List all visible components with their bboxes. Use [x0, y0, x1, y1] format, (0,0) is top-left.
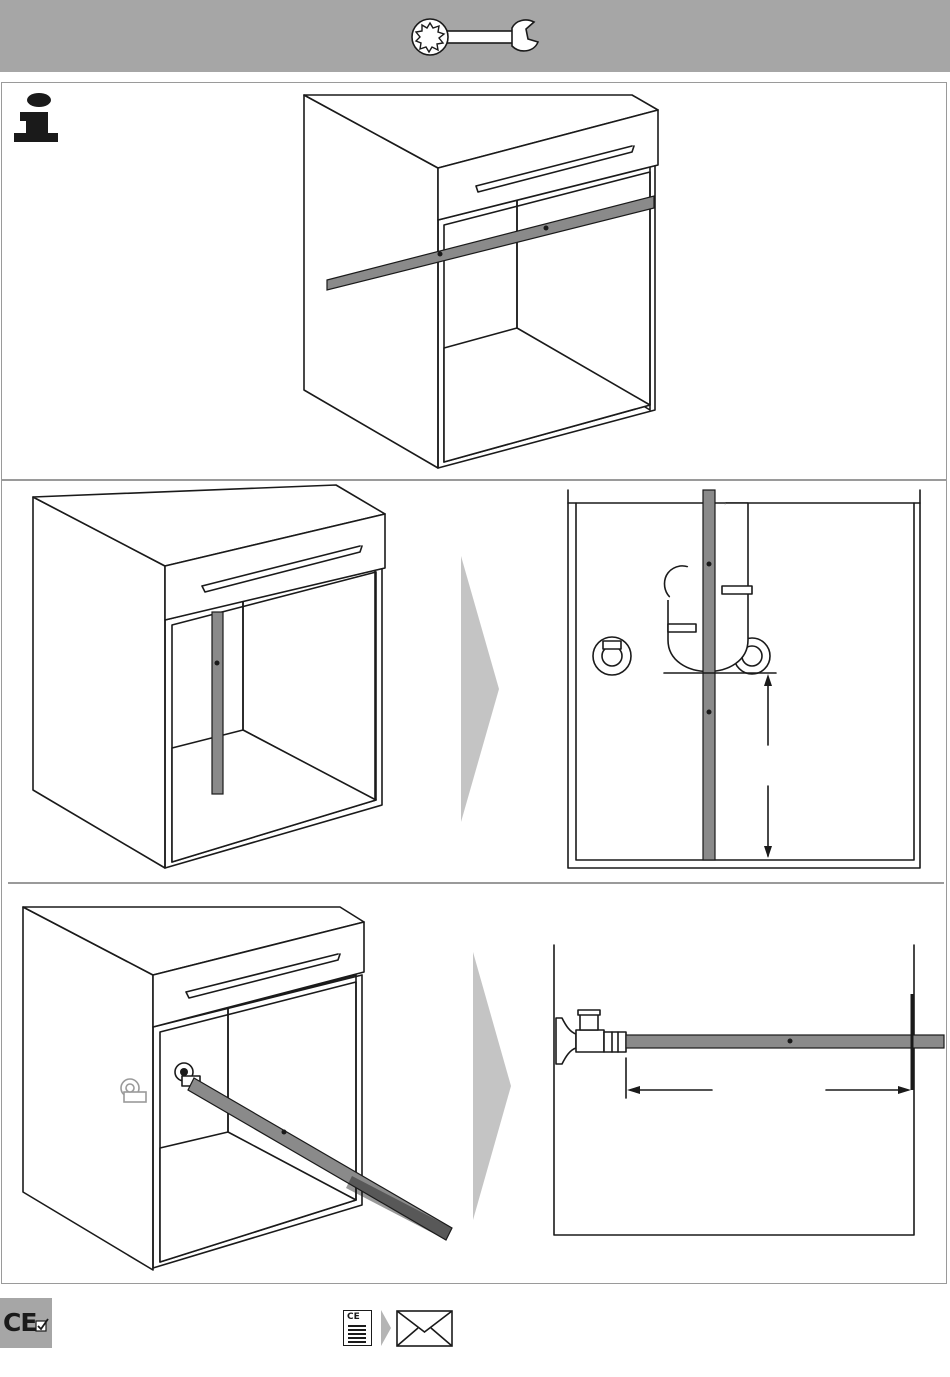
checkbox-check-icon [35, 1318, 49, 1332]
siphon-detail [562, 488, 928, 872]
ce-mark-text: CE [3, 1308, 36, 1337]
folding-rule [626, 1035, 944, 1048]
arrow-right-icon [470, 952, 514, 1220]
arrow-right-icon [458, 556, 502, 822]
folding-rule [212, 612, 223, 794]
ce-mark-badge: CE [0, 1298, 52, 1348]
cabinet-illustration-angle-valve [18, 900, 458, 1272]
cabinet-illustration-vertical [28, 484, 390, 874]
info-icon [12, 92, 64, 144]
envelope-icon [396, 1310, 454, 1348]
header-bar [0, 0, 950, 72]
folding-rule [703, 490, 715, 860]
angle-valve-detail [548, 940, 946, 1240]
panel-divider [8, 882, 944, 884]
chevron-right-icon [380, 1310, 392, 1346]
panel-divider [2, 479, 946, 481]
cabinet-illustration-horizontal [300, 90, 670, 475]
document-ce-text: CE [347, 1312, 360, 1322]
wrench-icon [408, 14, 540, 60]
document-icon: CE [343, 1310, 372, 1346]
